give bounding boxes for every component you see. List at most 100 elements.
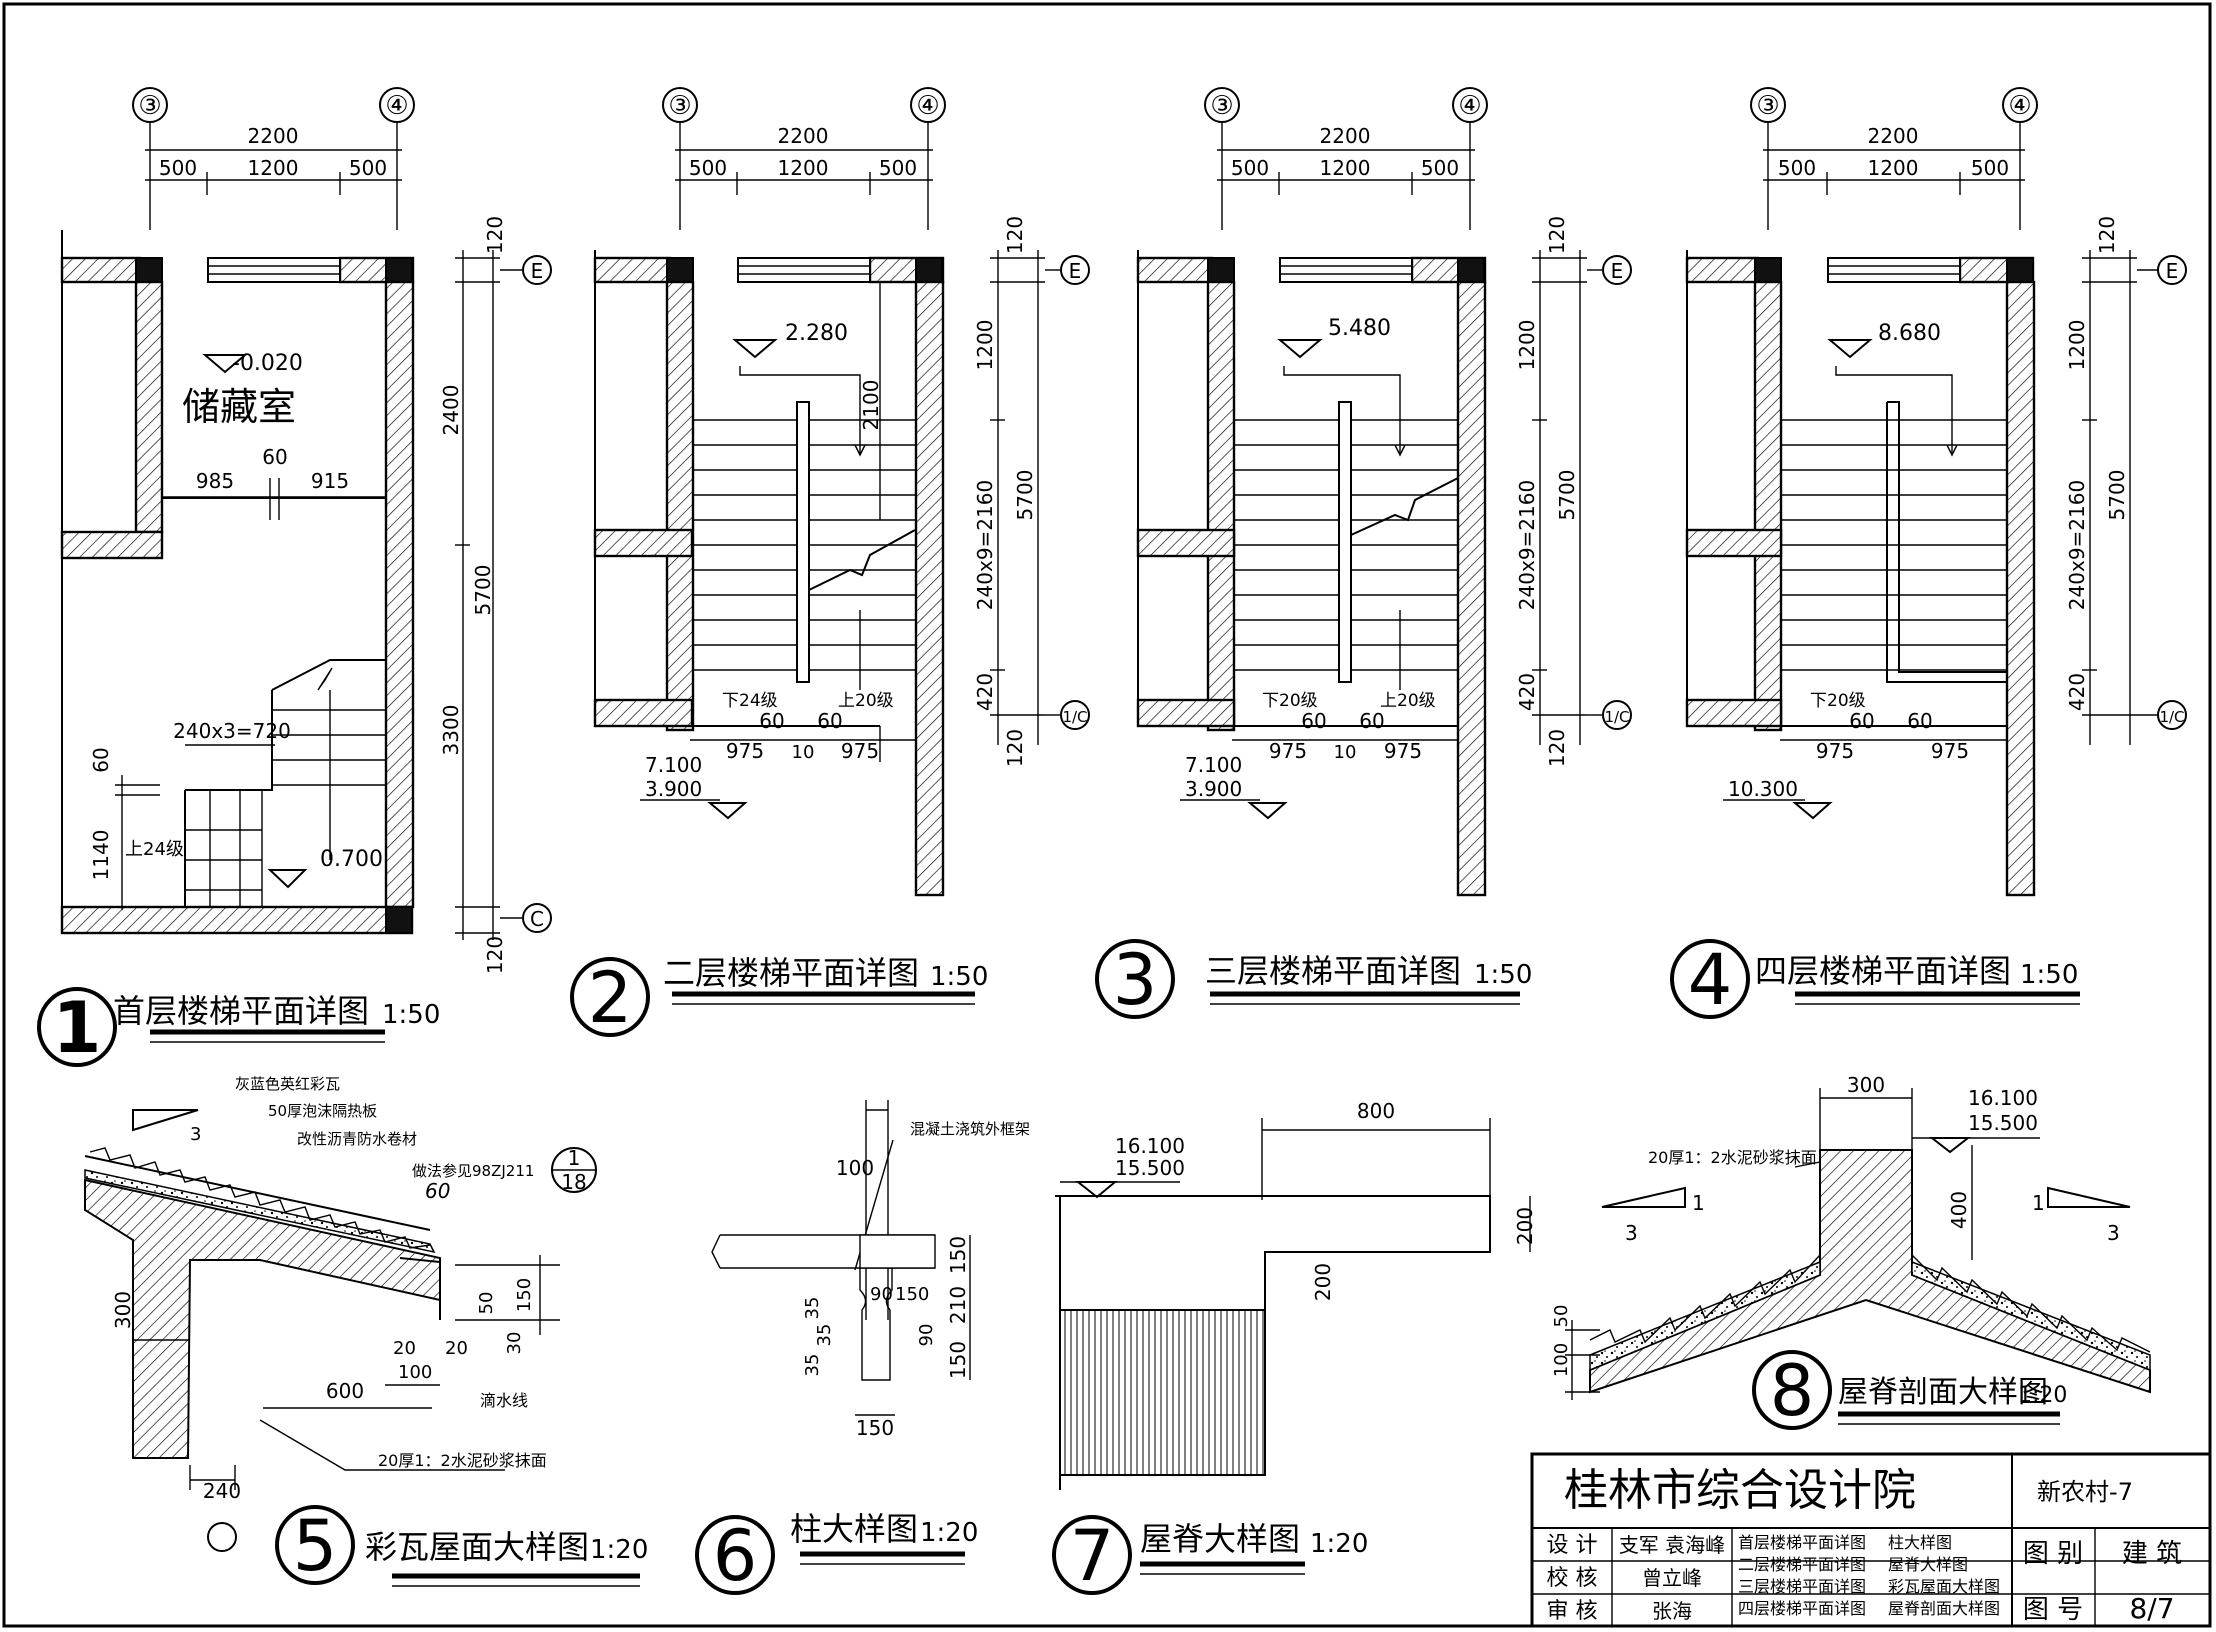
axis-label-4: ④	[2008, 91, 2031, 121]
detail6-scale: 1:20	[920, 1518, 978, 1548]
dim-2200: 2200	[778, 124, 829, 148]
detail-8-ridge-section: 300 16.100 15.500 20厚1：2水泥砂浆抹面 400 1 3 1…	[1551, 1073, 2151, 1432]
dim-500-left: 500	[1231, 156, 1269, 180]
axis-label-e: E	[2166, 259, 2179, 283]
detail7-level-b: 15.500	[1115, 1156, 1185, 1180]
dim-5700: 5700	[1013, 470, 1037, 521]
layer-waterproof: 改性沥青防水卷材	[297, 1130, 417, 1148]
axis-label-1c: 1/C	[1062, 708, 1087, 726]
dim-60: 60	[1907, 709, 1932, 733]
dim-200-b: 200	[1311, 1263, 1335, 1301]
detail-number-5: 5	[293, 1505, 338, 1587]
dim-5700: 5700	[471, 565, 495, 616]
detail-number-8: 8	[1770, 1350, 1815, 1432]
dim-915: 915	[311, 469, 349, 493]
detail-number-6: 6	[713, 1515, 758, 1597]
dim-500-right: 500	[1421, 156, 1459, 180]
dim-500-left: 500	[689, 156, 727, 180]
dim-120-bottom: 120	[1003, 729, 1027, 767]
axis-label-3: ③	[668, 91, 691, 121]
check-label: 校 核	[1547, 1566, 1598, 1591]
dim-300: 300	[1847, 1073, 1885, 1097]
layer-insulation: 50厚泡沫隔热板	[268, 1102, 377, 1120]
room-label-storage: 储藏室	[182, 385, 296, 429]
detail-number-3: 3	[1113, 939, 1158, 1021]
dim-35-c: 35	[802, 1354, 823, 1377]
dim-120-top: 120	[1545, 216, 1569, 254]
dim-35-a: 35	[802, 1297, 823, 1320]
plan3-title: 三层楼梯平面详图	[1205, 952, 1461, 990]
slope-left-3: 3	[1625, 1221, 1638, 1245]
detail8-level-a: 16.100	[1968, 1086, 2038, 1110]
dim-120-bottom: 120	[1545, 729, 1569, 767]
dim-60: 60	[1359, 709, 1384, 733]
plan3-level-b: 3.900	[1185, 777, 1242, 801]
plaster-label: 20厚1：2水泥砂浆抹面	[1648, 1148, 1817, 1167]
plan3-scale: 1:50	[1474, 960, 1532, 990]
axis-label-1c: 1/C	[2159, 708, 2184, 726]
plan4-level-a: 10.300	[1728, 777, 1798, 801]
dim-30: 30	[504, 1332, 525, 1355]
level-landing: 0.700	[320, 847, 383, 872]
axis-label-4: ④	[385, 91, 408, 121]
detail6-title: 柱大样图	[790, 1510, 918, 1548]
dim-1140: 1140	[89, 830, 113, 881]
category-value: 建 筑	[2122, 1539, 2182, 1569]
dim-800: 800	[1357, 1099, 1395, 1123]
dim-210: 210	[946, 1286, 970, 1324]
plan-3-third-floor: ③ ④ 2200 500 1200 500	[1095, 87, 1632, 1021]
ref-standard: 做法参见98ZJ211	[412, 1162, 534, 1180]
dim-10: 10	[792, 742, 815, 763]
detail8-title: 屋脊剖面大样图	[1838, 1375, 2048, 1410]
plan1-scale: 1:50	[382, 1000, 440, 1030]
drawing-number-label: 图 号	[2023, 1595, 2083, 1625]
design-label: 设 计	[1547, 1533, 1598, 1558]
detail7-level-a: 16.100	[1115, 1134, 1185, 1158]
plan2-scale: 1:50	[930, 962, 988, 992]
plan-1-ground-floor: ③ ④ 2200 500 1200 500	[37, 87, 552, 1069]
plan2-level-a: 7.100	[645, 753, 702, 777]
dim-500-right: 500	[879, 156, 917, 180]
detail-bubble-1	[37, 987, 117, 1067]
detail5-scale: 1:20	[590, 1535, 648, 1565]
dim-60: 60	[817, 709, 842, 733]
axis-label-e: E	[531, 259, 544, 283]
sheet-list-6: 屋脊大样图	[1888, 1555, 1968, 1574]
designer-names: 支军 袁海峰	[1619, 1533, 1725, 1557]
dim-600: 600	[326, 1379, 364, 1403]
drip-line-label: 滴水线	[480, 1391, 528, 1410]
plan3-down-label: 下20级	[1262, 691, 1318, 711]
plaster-label: 20厚1：2水泥砂浆抹面	[378, 1451, 547, 1470]
dim-1200: 1200	[248, 156, 299, 180]
stair-up-label: 上24级	[125, 839, 184, 860]
dim-90-a: 90	[870, 1284, 893, 1305]
sheet-list-5: 柱大样图	[1888, 1533, 1952, 1552]
dim-60: 60	[759, 709, 784, 733]
dim-120-top: 120	[483, 216, 507, 254]
dim-975: 975	[1384, 739, 1422, 763]
dim-1200-vertical: 1200	[1515, 320, 1539, 371]
plan4-down-label: 下20级	[1810, 691, 1866, 711]
dim-985: 985	[196, 469, 234, 493]
sheet-list-8: 屋脊剖面大样图	[1888, 1599, 2000, 1618]
dim-500-right: 500	[349, 156, 387, 180]
detail7-scale: 1:20	[1310, 1529, 1368, 1559]
level-storage: -0.020	[232, 351, 303, 376]
dim-60-left: 60	[89, 747, 113, 772]
detail7-title: 屋脊大样图	[1140, 1520, 1300, 1558]
axis-label-3: ③	[1756, 91, 1779, 121]
dim-2400: 2400	[439, 385, 463, 436]
dim-60: 60	[1301, 709, 1326, 733]
detail8-scale: 1:20	[2018, 1383, 2067, 1408]
slope-right-1: 1	[2032, 1191, 2045, 1215]
dim-2160: 240x9=2160	[2065, 480, 2089, 610]
axis-label-e: E	[1611, 259, 1624, 283]
slope-3: 3	[190, 1124, 201, 1145]
dim-975: 975	[1816, 739, 1854, 763]
axis-label-e: E	[1069, 259, 1082, 283]
dim-20b: 20	[445, 1338, 468, 1359]
dim-150: 150	[514, 1278, 535, 1312]
detail-6-column: 混凝土浇筑外框架 100 150 210 150 90 150 90 35 35…	[695, 1100, 1030, 1597]
dim-975: 975	[726, 739, 764, 763]
